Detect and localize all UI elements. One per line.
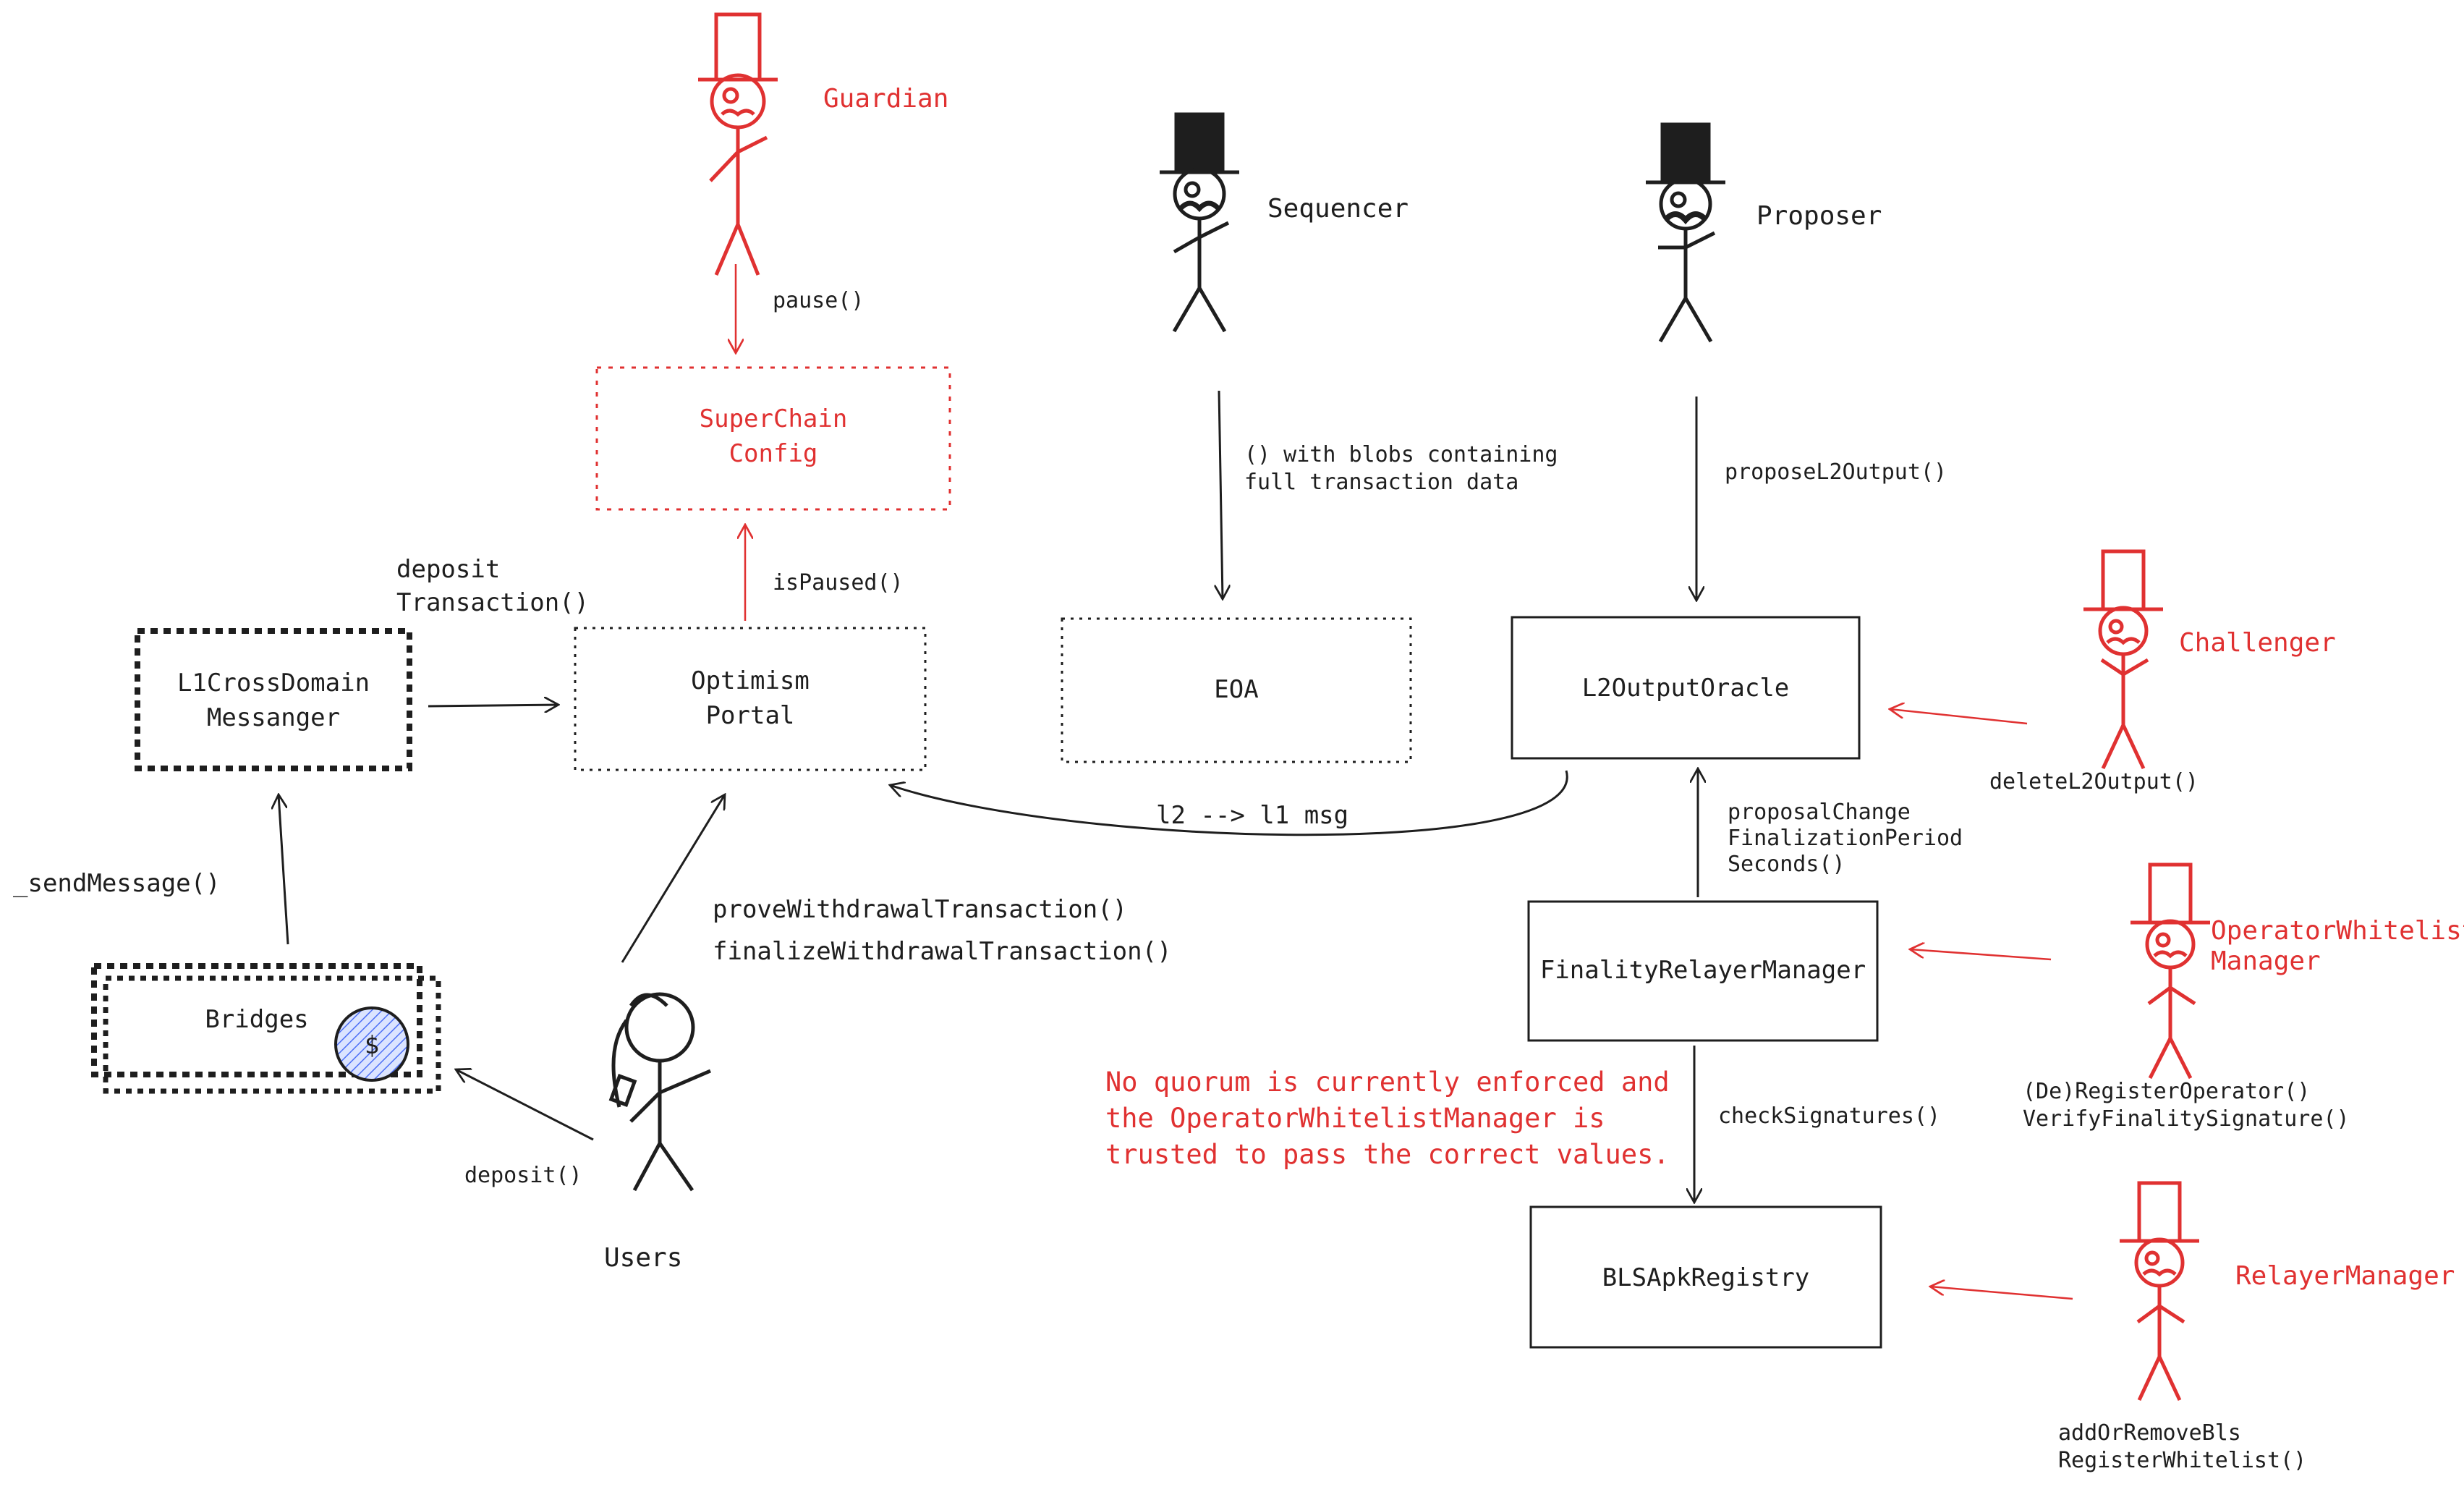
delete-output-label: deleteL2Output(): [1989, 769, 2199, 794]
bls-apk-registry-box[interactable]: BLSApkRegistry: [1529, 1205, 1882, 1349]
svg-text:Messanger: Messanger: [207, 703, 340, 732]
operator-whitelist-arrow: [1910, 949, 2052, 961]
operator-whitelist-manager-name: OperatorWhitelist Manager: [2211, 916, 2464, 976]
proposer-actor: [1646, 122, 1725, 343]
svg-text:FinalityRelayerManager: FinalityRelayerManager: [1540, 956, 1866, 985]
check-signatures-label: checkSignatures(): [1718, 1103, 1940, 1129]
withdrawal-label: proveWithdrawalTransaction() finalizeWit…: [713, 895, 1172, 966]
sequencer-name: Sequencer: [1267, 194, 1409, 224]
l2-output-oracle-box[interactable]: L2OutputOracle: [1511, 616, 1861, 760]
svg-text:Config: Config: [729, 439, 818, 468]
relayer-manager-actor: [2120, 1181, 2199, 1402]
propose-label: proposeL2Output(): [1725, 459, 1947, 485]
finality-relayer-manager-box[interactable]: FinalityRelayerManager: [1527, 900, 1879, 1042]
users-actor: [608, 992, 711, 1192]
send-message-label: _sendMessage(): [13, 869, 221, 898]
relayer-manager-name: RelayerManager: [2235, 1261, 2455, 1291]
pause-label: pause(): [773, 288, 864, 313]
dollar-coin-icon: $: [334, 1006, 409, 1082]
proposal-change-label: proposalChange FinalizationPeriod Second…: [1728, 800, 1976, 877]
svg-text:Bridges: Bridges: [205, 1005, 308, 1034]
l2-to-l1-msg-arrow: [890, 770, 1568, 836]
sequencer-to-eoa-arrow: [1219, 390, 1223, 599]
guardian-name: Guardian: [823, 84, 948, 114]
optimism-portal-box[interactable]: Optimism Portal: [574, 627, 927, 771]
svg-text:EOA: EOA: [1214, 675, 1258, 704]
deposit-arrow: [456, 1069, 594, 1141]
guardian-actor: [698, 12, 778, 276]
relayer-manager-arrow: [1930, 1287, 2073, 1300]
svg-text:BLSApkRegistry: BLSApkRegistry: [1602, 1263, 1810, 1292]
deposit-label: deposit(): [464, 1163, 582, 1188]
l1-cross-domain-messanger-box[interactable]: L1CrossDomain Messanger: [135, 628, 412, 771]
eoa-box[interactable]: EOA: [1061, 617, 1412, 763]
bridges-to-messenger-arrow: [279, 794, 289, 945]
svg-text:Optimism: Optimism: [691, 666, 810, 695]
challenger-actor: [2083, 549, 2163, 770]
top-hat-icon: [1160, 112, 1239, 174]
quorum-note: No quorum is currently enforced and the …: [1105, 1067, 1686, 1170]
svg-text:$: $: [365, 1031, 379, 1060]
l2-l1-msg-label: l2 --> l1 msg: [1156, 801, 1348, 830]
svg-text:SuperChain: SuperChain: [700, 404, 848, 433]
deposit-transaction-label: deposit Transaction(): [396, 555, 589, 617]
top-hat-icon: [2083, 549, 2163, 611]
withdrawal-arrow: [621, 794, 725, 963]
challenger-arrow: [1890, 709, 2028, 725]
is-paused-label: isPaused(): [773, 570, 904, 595]
challenger-name: Challenger: [2179, 628, 2336, 658]
top-hat-icon: [2120, 1181, 2199, 1243]
sequencer-actor: [1160, 112, 1239, 333]
blobs-label: () with blobs containing full transactio…: [1244, 442, 1571, 495]
users-name: Users: [604, 1243, 682, 1273]
top-hat-icon: [2130, 862, 2210, 925]
messenger-to-portal-arrow: [428, 705, 558, 706]
operator-whitelist-manager-actor: [2130, 862, 2210, 1080]
add-remove-bls-label: addOrRemoveBls RegisterWhitelist(): [2058, 1420, 2306, 1473]
top-hat-icon: [1646, 122, 1725, 185]
svg-text:L1CrossDomain: L1CrossDomain: [177, 669, 370, 698]
top-hat-icon: [698, 12, 778, 82]
register-operator-label: (De)RegisterOperator() VerifyFinalitySig…: [2023, 1079, 2350, 1132]
svg-text:Portal: Portal: [706, 701, 795, 730]
superchain-config-box[interactable]: SuperChain Config: [595, 366, 951, 511]
bridges-box[interactable]: Bridges $: [91, 963, 441, 1094]
svg-text:L2OutputOracle: L2OutputOracle: [1582, 674, 1790, 703]
proposer-name: Proposer: [1756, 201, 1882, 231]
